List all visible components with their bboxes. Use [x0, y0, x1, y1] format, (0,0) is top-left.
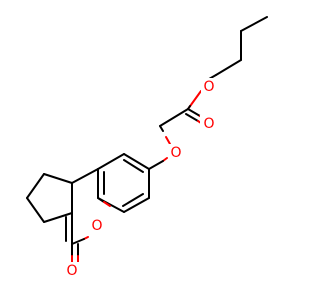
bond-cp-2	[26, 173, 45, 199]
bond-ar-6	[123, 153, 150, 170]
bond-propyl-3	[215, 59, 242, 76]
bond-propyl-1	[240, 16, 268, 32]
atom-o-ester-chain: O	[201, 78, 217, 96]
bond-cp-3	[26, 197, 45, 223]
atom-labels: O O O O O	[64, 78, 217, 280]
bond-ch2-etherO	[159, 125, 164, 132]
bond-etherO-ar	[148, 160, 164, 170]
bond-c-ch2	[159, 108, 189, 127]
bond-ar-ringO	[97, 197, 105, 203]
bond-ar-6-inner	[123, 159, 144, 173]
bond-ester-co-b	[185, 113, 199, 122]
label-o-lactone-carbonyl: O	[66, 263, 77, 279]
bond-ringO-c	[71, 238, 85, 245]
bonds	[26, 16, 268, 264]
atom-o-ring: O	[89, 217, 105, 235]
label-o-ester-carbonyl: O	[203, 116, 214, 132]
bond-ar-2	[123, 197, 150, 213]
label-o-ether: O	[170, 145, 181, 161]
bond-ar-5	[97, 153, 125, 170]
atom-o-ester-carbonyl: O	[200, 115, 216, 133]
bond-ch2-etherO-red	[165, 136, 171, 145]
atom-o-ether: O	[168, 144, 184, 162]
molecule-diagram: O O O O O	[26, 16, 268, 280]
structure-canvas: O O O O O	[26, 16, 268, 280]
bond-cp-4	[43, 212, 73, 223]
bond-ar-c9b	[71, 168, 99, 184]
atom-o-lactone-carbonyl: O	[64, 262, 80, 280]
bond-ar-2-inner	[122, 193, 144, 207]
bond-ar-ringO-red	[103, 201, 111, 207]
bond-ester-co-a	[187, 108, 201, 117]
label-o-ring: O	[91, 218, 102, 234]
label-o-ester-chain: O	[203, 79, 214, 95]
bond-cp-1	[43, 173, 73, 184]
